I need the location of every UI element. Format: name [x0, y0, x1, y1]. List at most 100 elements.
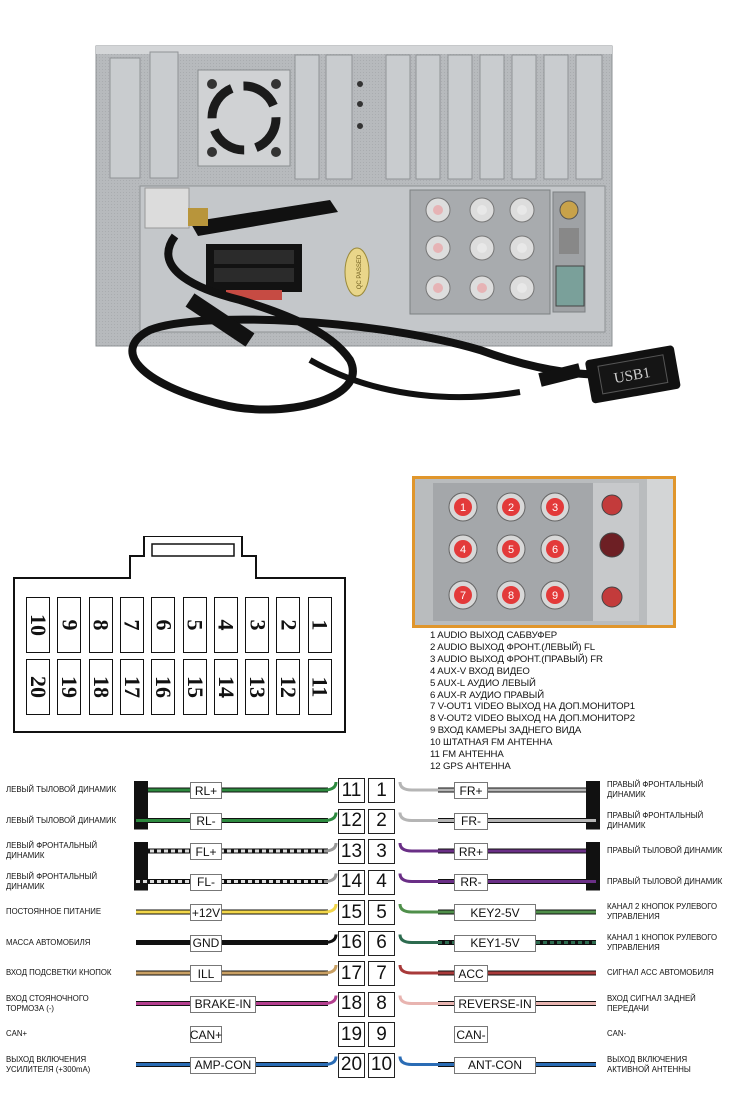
wire-bend — [398, 964, 440, 975]
legend-item: 4 AUX-V ВХОД ВИДЕО — [430, 665, 530, 677]
wire-bend — [323, 1056, 338, 1066]
connector-pin-cell: 20 — [26, 659, 51, 715]
legend-item: 8 V-OUT2 VIDEO ВЫХОД НА ДОП.МОНИТОР2 — [430, 713, 636, 725]
wire-tag: FL- — [190, 873, 222, 891]
wire-tag: CAN+ — [189, 1026, 223, 1043]
wire-bend — [398, 842, 440, 853]
wire-description: СИГНАЛ ACC АВТОМОБИЛЯ — [607, 968, 714, 977]
legend-item: 11 FM АНТЕННА — [430, 749, 504, 761]
wire-description: МАССА АВТОМОБИЛЯ — [6, 937, 91, 947]
wire-bend — [323, 934, 338, 944]
wire-bend — [323, 903, 338, 914]
legend-item: 9 ВХОД КАМЕРЫ ЗАДНЕГО ВИДА — [430, 725, 582, 737]
wire-bend — [323, 781, 338, 792]
connector-pin-number: 19 — [57, 676, 83, 698]
legend-item: 5 AUX-L АУДИО ЛЕВЫЙ — [430, 677, 536, 689]
wire-tag: KEY1-5V — [454, 934, 536, 952]
wire-bend — [398, 995, 440, 1005]
connector-pin-number: 6 — [151, 619, 177, 631]
product-photo: QC PASSED USB1 — [0, 0, 736, 460]
wire-bend — [323, 812, 338, 822]
wire-description: CAN+ — [6, 1029, 28, 1038]
wire-description: ВХОД ПОДСВЕТКИ КНОПОК — [6, 968, 112, 977]
connector-pin-number: 16 — [151, 676, 177, 698]
connector-pin-box: 14 — [338, 869, 365, 895]
connector-pin-number: 9 — [57, 619, 83, 631]
wire-description: ПРАВЫЙ ТЫЛОВОЙ ДИНАМИК — [607, 876, 723, 886]
rca-jack-number: 3 — [552, 502, 558, 514]
legend-item: 2 AUDIO ВЫХОД ФРОНТ.(ЛЕВЫЙ) FL — [430, 641, 595, 653]
connector-pin-cell: 19 — [57, 659, 83, 715]
passed-sticker-text: QC PASSED — [357, 254, 363, 289]
connector-pin-box: 13 — [338, 839, 365, 864]
connector-pin-cell: 1 — [307, 597, 333, 653]
wire-bend — [398, 1056, 440, 1066]
connector-pin-box: 7 — [368, 961, 395, 986]
connector-pin-box: 4 — [368, 869, 395, 895]
connector-pin-cell: 2 — [276, 597, 302, 653]
wire-bend — [323, 842, 338, 853]
wire-description: ЛЕВЫЙ ТЫЛОВОЙ ДИНАМИК — [6, 785, 117, 794]
rca-jack: 2 — [496, 492, 526, 522]
rca-jack: 7 — [448, 580, 478, 610]
rca-jack: 9 — [540, 580, 570, 610]
wire-tag: AMP-CON — [190, 1056, 256, 1074]
wire-description: CAN- — [607, 1029, 627, 1038]
legend-item: 7 V-OUT1 VIDEO ВЫХОД НА ДОП.МОНИТОР1 — [430, 701, 636, 713]
wire-description: ПРАВЫЙ ТЫЛОВОЙ ДИНАМИК — [607, 846, 723, 855]
wire-tag: +12V — [190, 904, 222, 921]
connector-pin-box: 10 — [368, 1052, 395, 1078]
rca-jack-number: 9 — [552, 590, 558, 602]
connector-pin-box: 11 — [338, 778, 365, 803]
connector-pin-cell: 12 — [276, 659, 302, 715]
connector-pin-cell: 4 — [213, 597, 239, 653]
connector-pin-cell: 3 — [245, 597, 271, 653]
wire-tag: ACC — [454, 965, 488, 982]
legend-item: 12 GPS АНТЕННА — [430, 760, 511, 772]
connector-pin-box: 6 — [368, 930, 395, 956]
connector-pin-cell: 10 — [26, 597, 51, 653]
connector-pin-cell: 17 — [119, 659, 145, 715]
rca-jack: 6 — [540, 534, 570, 564]
wire-description: ПОСТОЯННОЕ ПИТАНИЕ — [6, 907, 102, 916]
wire-tag: ANT-CON — [454, 1056, 536, 1074]
rca-jack-number: 1 — [460, 502, 466, 514]
wire-lines — [134, 781, 600, 1067]
connector-pin-box: 9 — [368, 1022, 395, 1047]
connector-pin-number: 18 — [88, 676, 114, 698]
rca-jack: 1 — [448, 492, 478, 522]
wire-bend — [398, 873, 440, 883]
connector-pin-number: 17 — [119, 676, 145, 698]
wire-tag: ILL — [190, 965, 222, 982]
wire-tag: BRAKE-IN — [190, 995, 256, 1013]
speaker-plug — [586, 781, 600, 830]
connector-pin-box: 5 — [368, 900, 395, 925]
connector-pin-cell: 14 — [213, 659, 239, 715]
connector-pin-number: 7 — [119, 619, 145, 631]
rca-jack-number: 2 — [508, 502, 514, 514]
legend-item: 10 ШТАТНАЯ FM АНТЕННА — [430, 737, 553, 749]
wire-tag: FR- — [454, 812, 488, 830]
speaker-plug — [134, 842, 148, 891]
connector-pin-cell: 15 — [182, 659, 208, 715]
connector-pin-number: 2 — [276, 619, 302, 631]
connector-pin-number: 12 — [276, 676, 302, 698]
wire-bend — [398, 934, 440, 944]
rca-jack: 8 — [496, 580, 526, 610]
wire-tag: REVERSE-IN — [454, 995, 536, 1013]
wire-bend — [398, 903, 440, 914]
wire-bend — [398, 812, 440, 822]
connector-pin-number: 3 — [245, 619, 271, 631]
wire-bend — [323, 873, 338, 883]
speaker-plug — [586, 842, 600, 891]
rca-jack-number: 6 — [552, 544, 558, 556]
legend-item: 1 AUDIO ВЫХОД САБВУФЕР — [430, 630, 558, 641]
connector-pin-cell: 9 — [57, 597, 83, 653]
